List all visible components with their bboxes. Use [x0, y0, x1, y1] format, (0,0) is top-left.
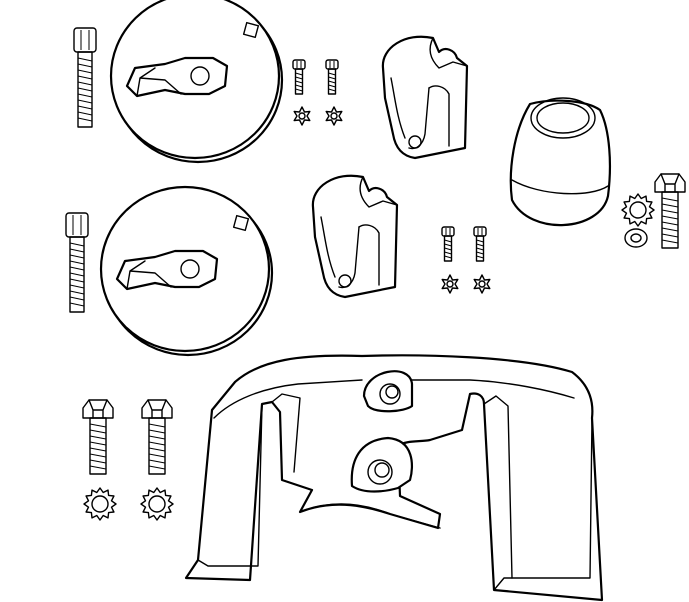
- bolt-long-top: [73, 27, 97, 128]
- bolt-long-bottom: [65, 212, 89, 313]
- disc-anode-top: [109, 0, 284, 164]
- bullet-anode: [509, 97, 612, 227]
- hex-bolts-pair-with-lock-washers: [82, 399, 174, 521]
- small-screws-pair-middle: [441, 226, 491, 294]
- bracket-anode-top: [381, 35, 469, 160]
- bracket-anode-middle: [311, 174, 399, 299]
- small-screws-pair-top: [292, 59, 343, 126]
- trim-tab-anode: [184, 354, 604, 602]
- disc-anode-bottom: [99, 185, 274, 357]
- bolt-right-with-washers: [621, 173, 686, 249]
